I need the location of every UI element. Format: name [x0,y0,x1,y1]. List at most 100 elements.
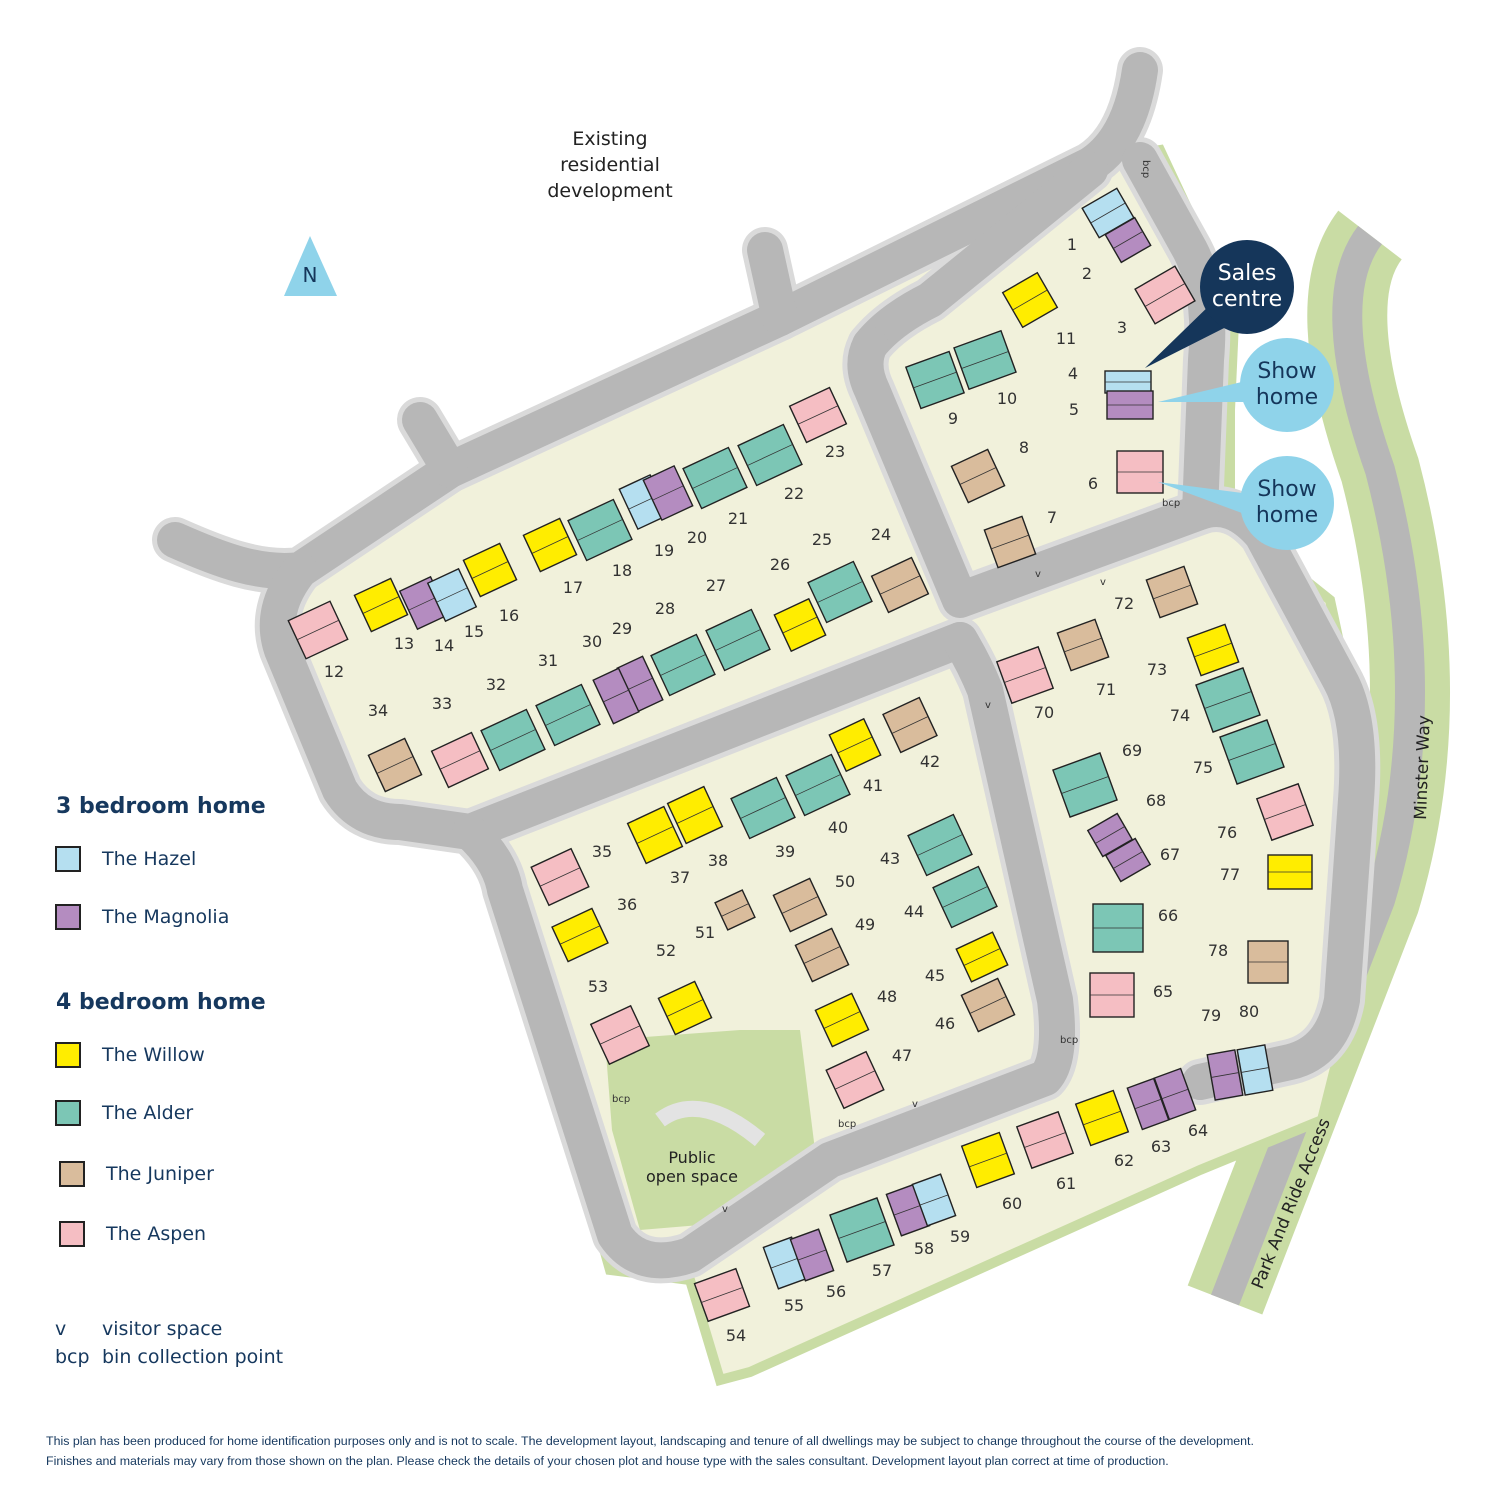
plot-number-14[interactable]: 14 [434,636,454,655]
plot-number-71[interactable]: 71 [1096,680,1116,699]
house-plot-52-willow[interactable] [657,980,713,1036]
house-plot-62-willow[interactable] [1074,1089,1130,1147]
house-plot-68-magnolia[interactable] [1086,812,1134,858]
house-plot-23-aspen[interactable] [788,386,848,444]
house-plot-9-alder[interactable] [904,350,966,410]
house-plot-18-alder[interactable] [567,498,633,562]
plot-number-56[interactable]: 56 [826,1282,846,1301]
plot-number-48[interactable]: 48 [877,987,897,1006]
house-plot-10-alder[interactable] [953,329,1017,391]
house-plot-45-willow[interactable] [955,931,1009,983]
plot-number-74[interactable]: 74 [1170,706,1190,725]
house-plot-30-magnolia[interactable] [592,667,640,725]
house-plot-21-alder[interactable] [682,446,748,510]
plot-number-77[interactable]: 77 [1220,865,1240,884]
house-plot-2-magnolia[interactable] [1104,216,1152,264]
house-plot-5-magnolia[interactable] [1106,390,1154,420]
plot-number-13[interactable]: 13 [394,634,414,653]
house-plot-65-aspen[interactable] [1089,972,1135,1018]
house-plot-63-magnolia[interactable] [1126,1077,1170,1131]
house-plot-28-alder[interactable] [650,633,716,697]
house-plot-61-aspen[interactable] [1015,1110,1075,1170]
plot-number-68[interactable]: 68 [1146,791,1166,810]
house-plot-74-alder[interactable] [1195,667,1261,733]
house-plot-51-juniper[interactable] [714,889,756,931]
plot-number-37[interactable]: 37 [670,868,690,887]
house-plot-31-alder[interactable] [535,683,601,747]
house-plot-25-alder[interactable] [807,560,873,624]
plot-number-33[interactable]: 33 [432,694,452,713]
house-plot-8-juniper[interactable] [950,448,1006,504]
plot-number-78[interactable]: 78 [1208,941,1228,960]
house-plot-80-hazel[interactable] [1236,1044,1274,1096]
house-plot-6-aspen[interactable] [1116,450,1164,494]
plot-number-32[interactable]: 32 [486,675,506,694]
plot-number-58[interactable]: 58 [914,1239,934,1258]
house-plot-38-willow[interactable] [666,785,724,845]
plot-number-11[interactable]: 11 [1056,329,1076,348]
house-plot-22-alder[interactable] [737,423,803,487]
plot-number-6[interactable]: 6 [1088,474,1098,493]
house-plot-76-aspen[interactable] [1255,782,1315,842]
plot-number-65[interactable]: 65 [1153,982,1173,1001]
house-plot-26-willow[interactable] [773,597,827,653]
house-plot-7-juniper[interactable] [983,515,1037,569]
plot-number-43[interactable]: 43 [880,849,900,868]
plot-number-79[interactable]: 79 [1201,1006,1221,1025]
house-plot-46-juniper[interactable] [960,977,1016,1033]
plot-number-5[interactable]: 5 [1069,400,1079,419]
house-plot-4-hazel[interactable] [1104,370,1152,394]
house-plot-27-alder[interactable] [705,608,771,672]
house-plot-44-alder[interactable] [932,865,998,929]
plot-number-23[interactable]: 23 [825,442,845,461]
plot-number-36[interactable]: 36 [617,895,637,914]
house-plot-53-aspen[interactable] [589,1004,651,1066]
house-plot-36-willow[interactable] [551,907,609,963]
house-plot-32-alder[interactable] [480,708,546,772]
plot-number-31[interactable]: 31 [538,651,558,670]
house-plot-33-aspen[interactable] [430,731,490,789]
plot-number-51[interactable]: 51 [695,923,715,942]
house-plot-77-willow[interactable] [1267,854,1313,890]
house-plot-42-juniper[interactable] [882,696,938,754]
plot-number-53[interactable]: 53 [588,977,608,996]
house-plot-73-willow[interactable] [1186,623,1240,677]
house-plot-57-alder[interactable] [829,1197,895,1263]
house-plot-16-willow[interactable] [462,542,518,598]
plot-number-21[interactable]: 21 [728,509,748,528]
plot-number-73[interactable]: 73 [1147,660,1167,679]
plot-number-9[interactable]: 9 [948,409,958,428]
plot-number-72[interactable]: 72 [1114,594,1134,613]
plot-number-57[interactable]: 57 [872,1261,892,1280]
plot-number-4[interactable]: 4 [1068,364,1078,383]
plot-number-18[interactable]: 18 [612,561,632,580]
plot-number-40[interactable]: 40 [828,818,848,837]
plot-number-16[interactable]: 16 [499,606,519,625]
plot-number-2[interactable]: 2 [1082,264,1092,283]
plot-number-24[interactable]: 24 [871,525,891,544]
plot-number-54[interactable]: 54 [726,1326,746,1345]
plot-number-12[interactable]: 12 [324,662,344,681]
plot-number-47[interactable]: 47 [892,1046,912,1065]
house-plot-78-juniper[interactable] [1247,940,1289,984]
plot-number-10[interactable]: 10 [997,389,1017,408]
plot-number-50[interactable]: 50 [835,872,855,891]
plot-number-19[interactable]: 19 [654,541,674,560]
plot-number-28[interactable]: 28 [655,599,675,618]
house-plot-47-aspen[interactable] [825,1050,885,1110]
house-plot-72-juniper[interactable] [1145,565,1199,619]
plot-number-30[interactable]: 30 [582,632,602,651]
house-plot-40-alder[interactable] [785,753,851,817]
plot-number-8[interactable]: 8 [1019,438,1029,457]
plot-number-25[interactable]: 25 [812,530,832,549]
plot-number-63[interactable]: 63 [1151,1137,1171,1156]
house-plot-59-hazel[interactable] [911,1173,957,1227]
house-plot-49-juniper[interactable] [794,927,850,983]
plot-number-59[interactable]: 59 [950,1227,970,1246]
house-plot-34-juniper[interactable] [367,737,423,793]
plot-number-3[interactable]: 3 [1117,318,1127,337]
plot-number-7[interactable]: 7 [1047,508,1057,527]
plot-number-41[interactable]: 41 [863,776,883,795]
house-plot-54-aspen[interactable] [693,1267,751,1323]
plot-number-76[interactable]: 76 [1217,823,1237,842]
